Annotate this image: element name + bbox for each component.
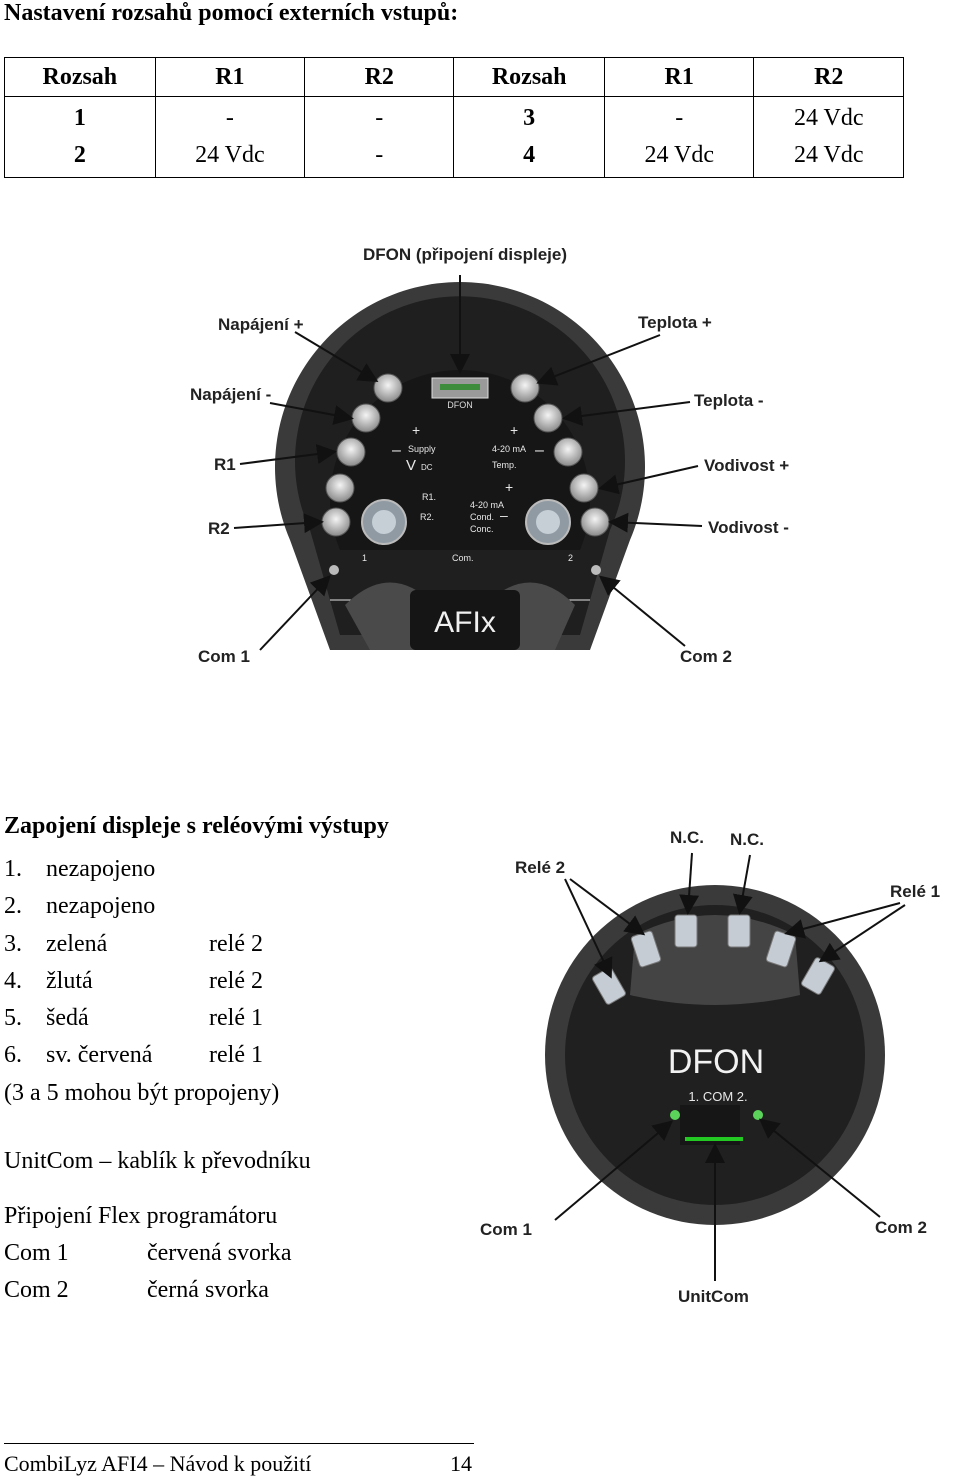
col-header: R2 — [304, 57, 455, 97]
label-r2: R2 — [208, 519, 230, 538]
table-cell: -24 Vdc — [154, 96, 306, 178]
col-header: Rozsah — [4, 57, 156, 97]
svg-text:DC: DC — [421, 463, 433, 472]
device-dfon-label: DFON — [447, 400, 473, 410]
col-header: Rozsah — [453, 57, 605, 97]
right-terminals — [510, 373, 610, 537]
unitcom-text: UnitCom – kablík k převodníku — [4, 1148, 311, 1174]
label-com2: Com 2 — [680, 647, 732, 666]
dfon-relay-diagram: DFON 1. COM 2. N.C. N.C. Relé 2 Relé 1 C… — [480, 828, 940, 1306]
dfon-com-label: 1. COM 2. — [688, 1089, 747, 1104]
col-header: R1 — [603, 57, 755, 97]
flex-title: Připojení Flex programátoru — [4, 1203, 278, 1229]
svg-text:Cond.: Cond. — [470, 512, 494, 522]
svg-text:2: 2 — [568, 553, 573, 563]
label-temp-minus: Teplota - — [694, 391, 764, 410]
svg-text:4-20 mA: 4-20 mA — [470, 500, 504, 510]
svg-text:–: – — [500, 507, 508, 523]
label-rele2: Relé 2 — [515, 858, 565, 877]
col-header: R2 — [753, 57, 904, 97]
svg-text:–: – — [535, 442, 544, 459]
label-nc2: N.C. — [730, 830, 764, 849]
footer-text: CombiLyz AFI4 – Návod k použití — [4, 1451, 312, 1476]
footer-rule — [4, 1443, 474, 1444]
svg-text:+: + — [412, 422, 420, 438]
label-power-minus: Napájení - — [190, 385, 271, 404]
label-nc1: N.C. — [670, 828, 704, 847]
svg-text:+: + — [505, 479, 513, 495]
page-heading: Nastavení rozsahů pomocí externích vstup… — [4, 0, 459, 26]
table-cell: -24 Vdc — [603, 96, 755, 178]
svg-text:R1.: R1. — [422, 492, 436, 502]
relay-note: (3 a 5 mohou být propojeny) — [4, 1079, 280, 1106]
svg-text:Conc.: Conc. — [470, 524, 494, 534]
label-cond-plus: Vodivost + — [704, 456, 789, 475]
svg-text:V: V — [406, 457, 416, 474]
list-item: 2.nezapojeno — [4, 893, 156, 920]
svg-text:+: + — [510, 422, 518, 438]
svg-text:Com.: Com. — [452, 553, 474, 563]
label-temp-plus: Teplota + — [638, 313, 712, 332]
label-com1-flex: Com 1 — [480, 1220, 532, 1239]
page-number: 14 — [450, 1451, 472, 1476]
label-com1: Com 1 — [198, 647, 250, 666]
label-unitcom: UnitCom — [678, 1287, 749, 1306]
afix-terminal-diagram: DFON + – Supply V DC + – 4-20 mA Temp. R… — [190, 245, 789, 666]
table-cell: -- — [304, 96, 455, 178]
dfon-brand: DFON — [668, 1043, 764, 1081]
col-header: R1 — [154, 57, 306, 97]
list-item: 1.nezapojeno — [4, 856, 156, 882]
svg-text:R2.: R2. — [420, 512, 434, 522]
label-com2-flex: Com 2 — [875, 1218, 927, 1237]
svg-text:1: 1 — [362, 553, 367, 563]
label-r1: R1 — [214, 455, 236, 474]
svg-text:Supply: Supply — [408, 444, 436, 454]
label-dfon: DFON (připojení displeje) — [363, 245, 567, 264]
svg-text:Temp.: Temp. — [492, 460, 517, 470]
relay-section-title: Zapojení displeje s reléovými výstupy — [4, 813, 389, 839]
range-table-header: Rozsah R1 R2 Rozsah R1 R2 — [4, 57, 904, 97]
label-rele1: Relé 1 — [890, 882, 940, 901]
label-cond-minus: Vodivost - — [708, 518, 789, 537]
afix-brand: AFIx — [434, 606, 496, 639]
label-power-plus: Napájení + — [218, 315, 304, 334]
svg-text:–: – — [392, 442, 401, 459]
svg-text:4-20 mA: 4-20 mA — [492, 444, 526, 454]
